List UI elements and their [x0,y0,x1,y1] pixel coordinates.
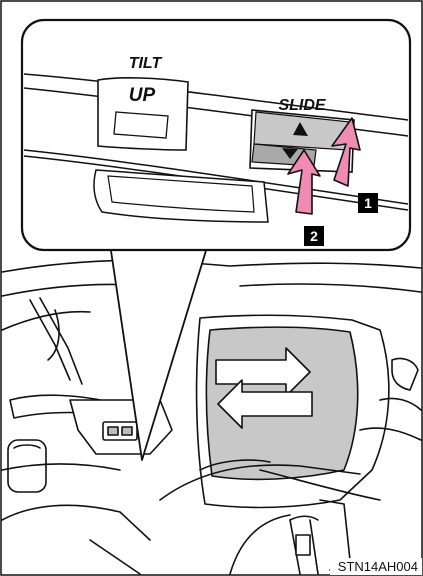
slide-label: SLIDE [278,97,326,114]
callout-2-label: 2 [310,228,318,244]
callout-2: 2 [304,226,324,246]
figure-code: STN14AH004 [338,559,418,574]
callout-1: 1 [358,193,378,213]
tilt-label: TILT [129,55,163,72]
callout-1-label: 1 [364,195,372,211]
switch-closeup-inset: 1 2 TILT UP SLIDE [22,20,410,250]
up-label: UP [129,85,156,106]
